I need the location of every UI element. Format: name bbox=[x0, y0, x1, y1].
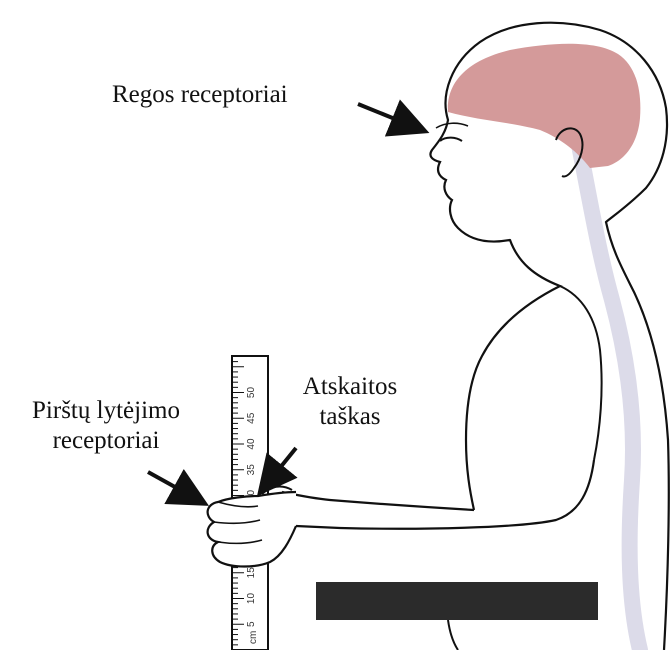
ruler-tick-label: 15 bbox=[246, 567, 257, 579]
ruler-tick-label: 5 bbox=[246, 621, 257, 627]
ruler-tick-label: 40 bbox=[246, 438, 257, 450]
eyebrow bbox=[436, 123, 468, 128]
touch-receptors-label: Pirštų lytėjimo receptoriai bbox=[6, 396, 206, 456]
brain bbox=[448, 44, 640, 168]
lower-body bbox=[448, 620, 458, 650]
forearm bbox=[282, 460, 594, 529]
touch-arrow bbox=[148, 472, 202, 502]
reading-point-line1: Atskaitos bbox=[280, 372, 420, 402]
vision-receptors-label: Regos receptoriai bbox=[112, 80, 288, 110]
vision-arrow bbox=[358, 104, 422, 130]
chest bbox=[466, 240, 560, 510]
shoulder bbox=[560, 286, 602, 460]
eye bbox=[440, 138, 462, 141]
touch-receptors-line1: Pirštų lytėjimo bbox=[6, 396, 206, 426]
spinal-cord bbox=[578, 140, 640, 650]
ruler-tick-label: 45 bbox=[246, 412, 257, 424]
touch-receptors-line2: receptoriai bbox=[6, 426, 206, 456]
reading-point-line2: taškas bbox=[280, 402, 420, 432]
ruler-tick-label: 35 bbox=[246, 464, 257, 476]
ruler-unit: cm bbox=[248, 631, 259, 644]
table bbox=[316, 582, 598, 620]
reading-point-label: Atskaitos taškas bbox=[280, 372, 420, 432]
ruler-tick-label: 50 bbox=[246, 387, 257, 399]
ruler-tick-label: 10 bbox=[246, 593, 257, 605]
